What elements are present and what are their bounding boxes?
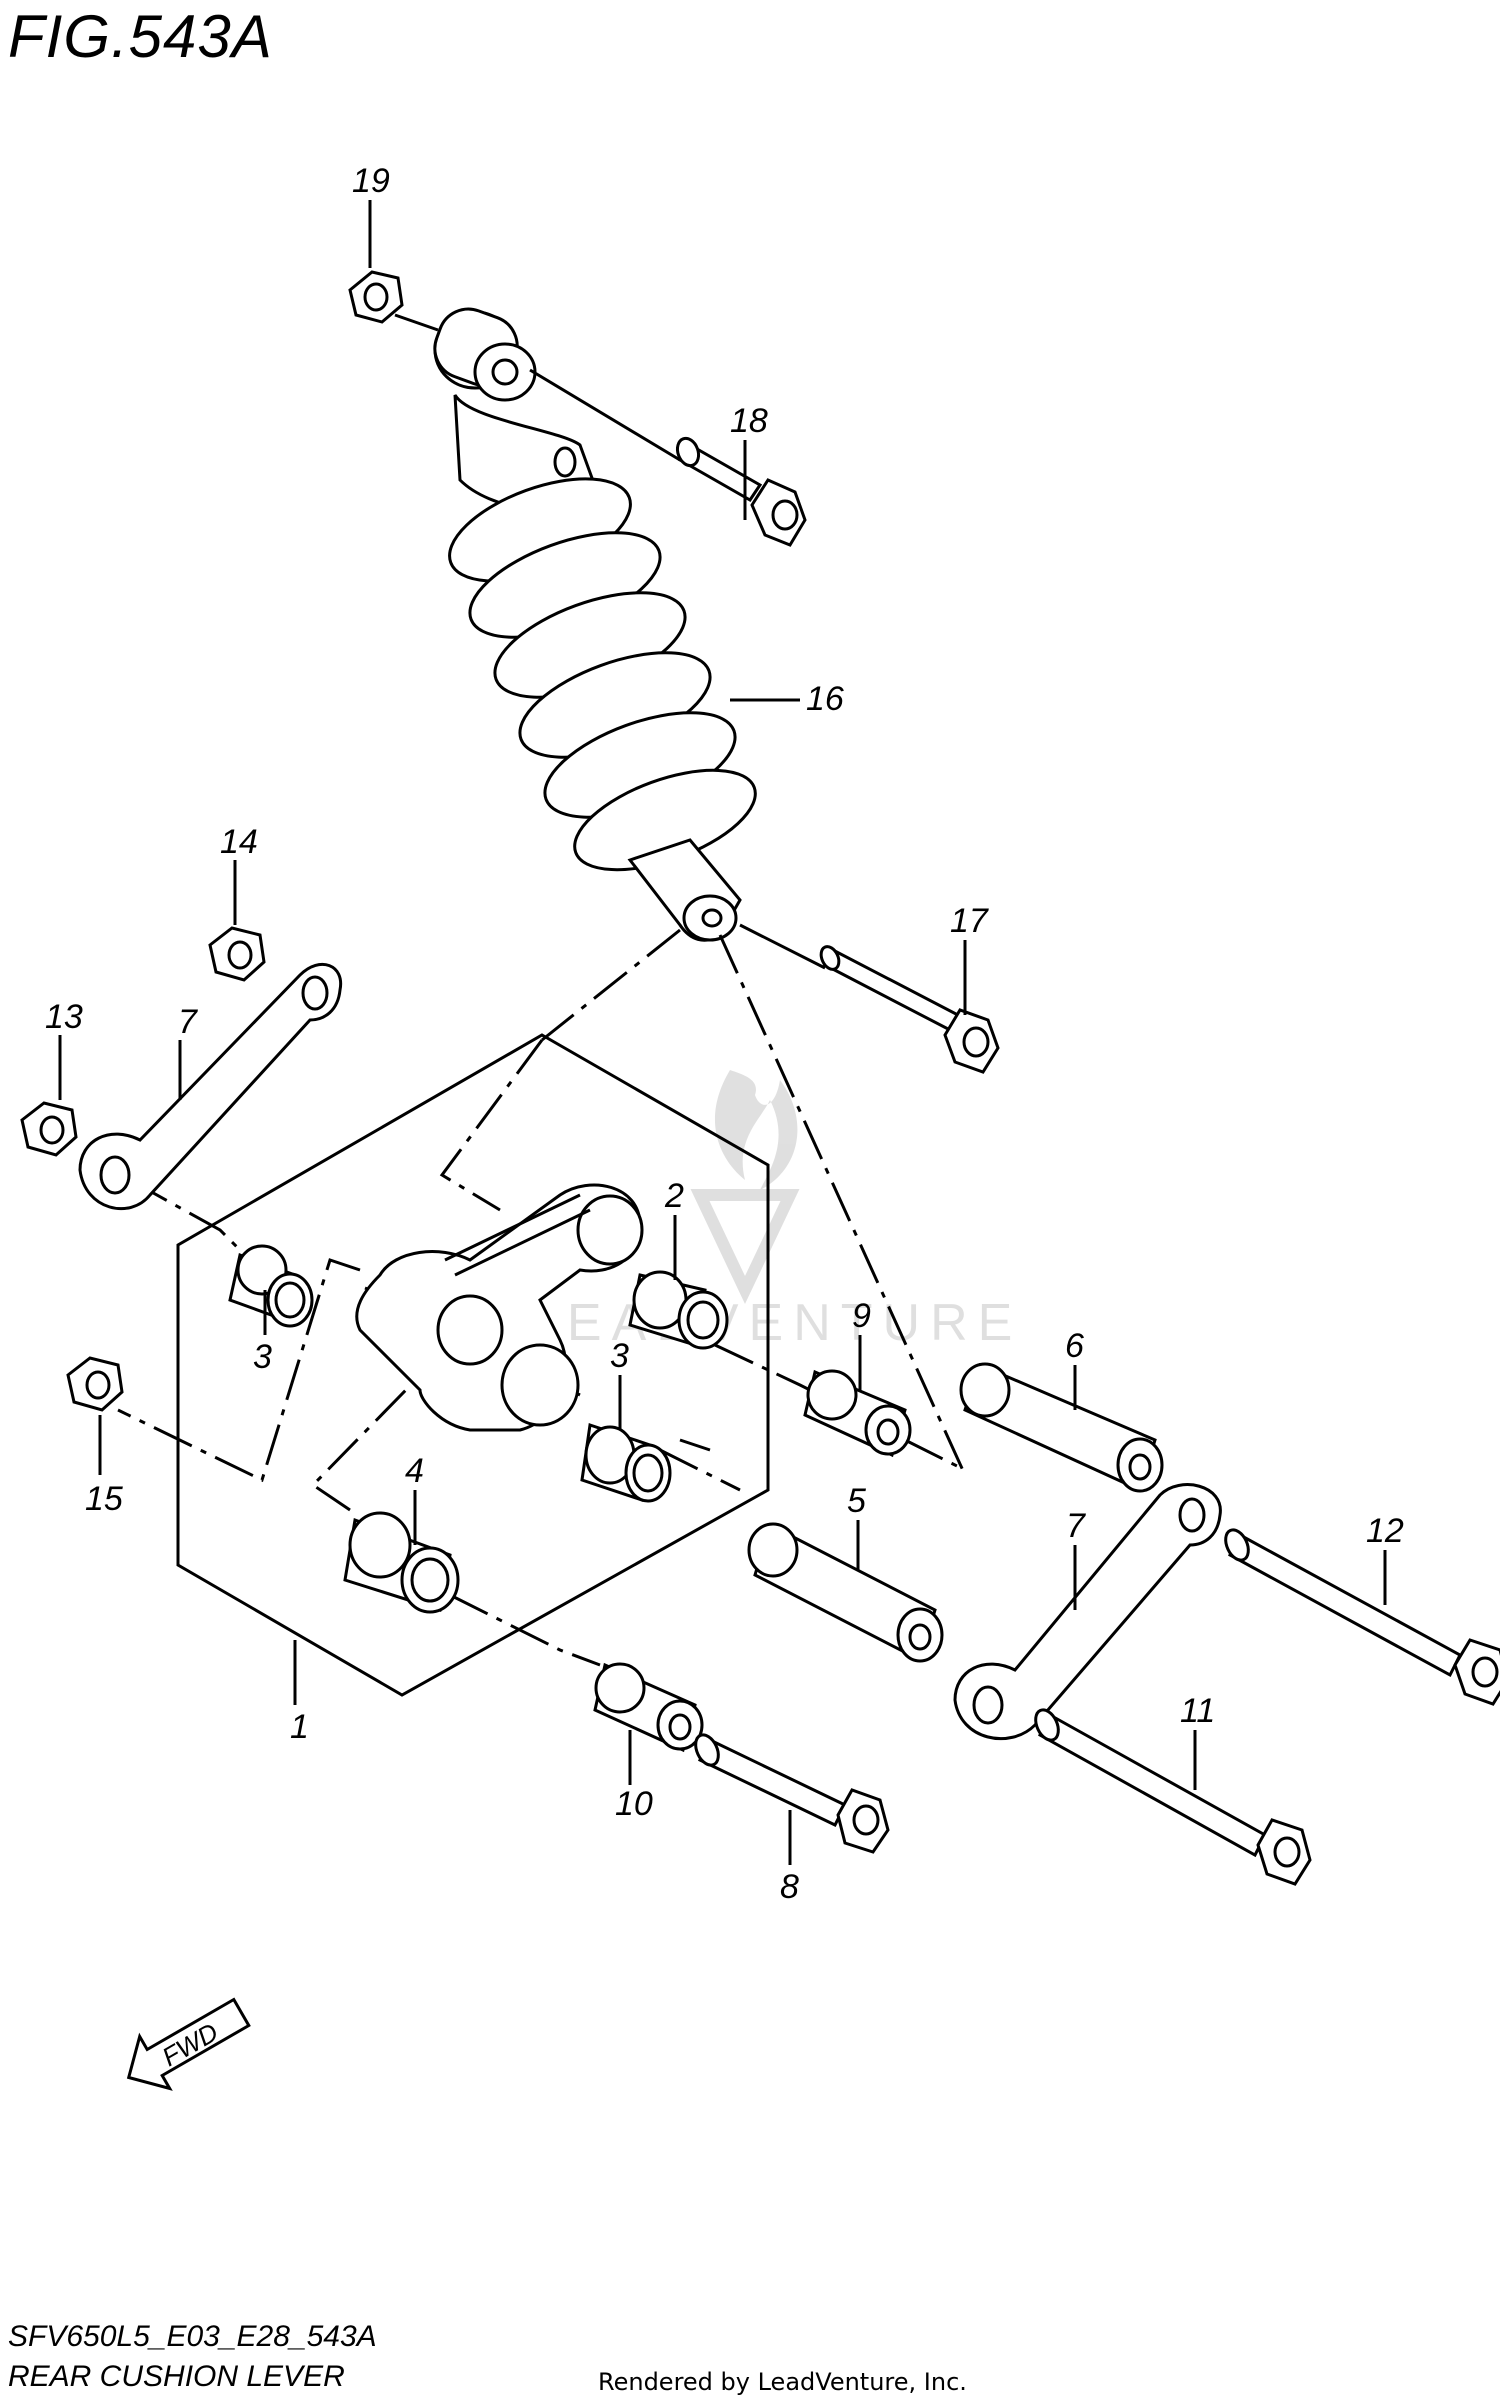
center-line [718,934,967,1476]
callout-7-right: 7 [1066,1507,1086,1545]
collar-10 [593,1662,704,1753]
center-line [439,1039,544,1212]
bolt-8 [694,1733,890,1854]
nut-14 [208,926,266,982]
callout-19: 19 [352,162,390,200]
callout-5: 5 [847,1482,866,1520]
callout-16: 16 [806,680,844,718]
bearing-3-left [228,1244,314,1328]
callout-13: 13 [45,998,83,1036]
center-line [659,1448,741,1492]
callout-9: 9 [852,1297,871,1335]
cushion-lever [355,1183,644,1432]
center-line [117,1258,361,1483]
collar-9 [803,1369,912,1458]
bearing-3-center [580,1423,672,1503]
center-line [904,1438,966,1472]
center-line [679,1438,711,1452]
collar-5 [747,1522,944,1663]
figure-title: FIG.543A [8,3,273,70]
collar-6 [959,1362,1164,1493]
callout-14: 14 [220,823,258,861]
callout-3-left: 3 [253,1338,272,1376]
figure-caption: REAR CUSHION LEVER [8,2360,345,2393]
callout-7-left: 7 [178,1003,198,1041]
callout-4: 4 [405,1452,424,1490]
bolt-11 [1034,1708,1312,1886]
watermark-text: LEADVENTURE [528,1294,1022,1352]
bolt-12 [1224,1528,1500,1706]
callout-10: 10 [615,1785,653,1823]
bolt-17 [739,923,1000,1074]
center-line [129,1178,252,1262]
callout-17: 17 [950,902,989,940]
center-line [541,928,681,1042]
render-credit: Rendered by LeadVenture, Inc. [598,2368,967,2396]
callout-8: 8 [780,1868,799,1906]
callout-labels: 19 18 16 14 13 7 17 2 9 6 3 3 15 4 5 12 … [45,162,1404,1906]
bolt-18 [394,313,807,547]
bearing-2 [628,1270,729,1350]
callout-2: 2 [664,1177,684,1215]
nut-19 [348,270,404,324]
link-rod-7-left [78,962,343,1211]
model-code: SFV650L5_E03_E28_543A [8,2320,377,2353]
callout-3-center: 3 [610,1337,629,1375]
group-bracket [176,1033,770,1697]
callout-11: 11 [1180,1692,1215,1730]
link-rod-7-right [953,1483,1222,1741]
fwd-arrow-icon: FWD [126,1997,251,2091]
nut-15 [66,1356,124,1412]
callout-12: 12 [1366,1512,1404,1550]
rear-shock-absorber [433,307,757,942]
callout-6: 6 [1065,1327,1084,1365]
callout-18: 18 [730,402,768,440]
leader-lines [58,200,1387,1865]
watermark-logo: LEADVENTURE [528,1070,1022,1352]
callout-1: 1 [290,1708,309,1746]
shock-spring [448,477,757,872]
nut-13 [20,1101,78,1157]
center-line [449,1593,601,1667]
bearing-4 [343,1511,460,1614]
callout-15: 15 [85,1480,123,1518]
